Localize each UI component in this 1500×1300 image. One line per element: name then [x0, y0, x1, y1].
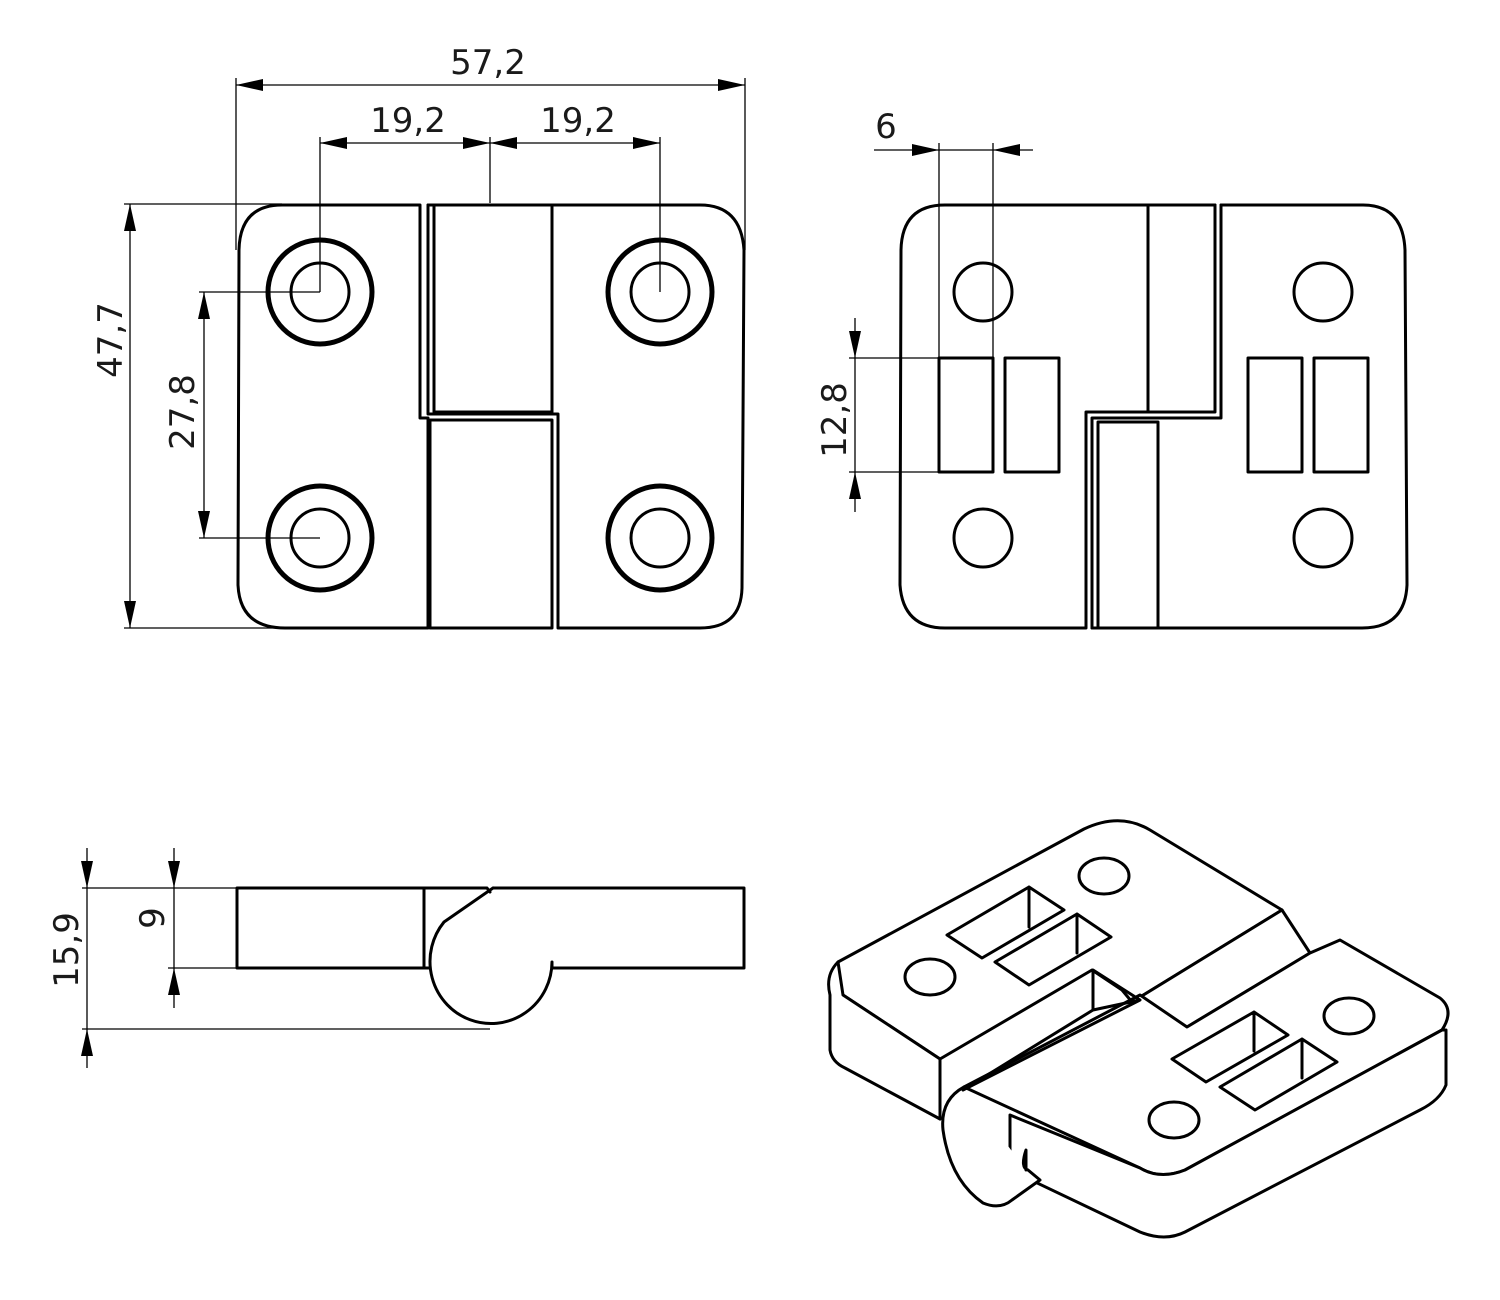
dim-slot-width-label: 6 [875, 107, 897, 147]
dim-leaf-thickness: 9 [133, 848, 237, 1008]
side-knuckle [428, 886, 746, 1026]
iso-slot-2 [993, 912, 1113, 987]
iso-hole-2 [903, 957, 957, 997]
dim-overall-width-label: 57,2 [450, 43, 526, 83]
dim-hole-offset-left: 19,2 [319, 101, 491, 292]
isometric-view [827, 819, 1450, 1239]
back-knuckle-lower [1096, 420, 1160, 630]
back-left-leaf [898, 203, 1217, 630]
dim-hole-spacing: 27,8 [163, 291, 320, 539]
back-slot-2 [1003, 356, 1061, 474]
iso-upper-leaf-front [827, 960, 942, 1121]
front-knuckle-lower [428, 418, 554, 630]
front-knuckle-upper [426, 203, 554, 414]
back-slot-3 [1246, 356, 1304, 474]
iso-knuckle-barrel [941, 1085, 1042, 1208]
iso-hole-3 [1322, 996, 1376, 1036]
dim-hole-offset-right-label: 19,2 [540, 101, 616, 141]
back-view: 6 12,8 [815, 107, 1409, 630]
dim-hole-offset-left-label: 19,2 [370, 101, 446, 141]
back-slot-1 [937, 356, 995, 474]
dim-slot-height: 12,8 [815, 318, 939, 512]
side-left-leaf [235, 886, 492, 970]
iso-slot-4 [1218, 1037, 1339, 1112]
back-knuckle-upper-outer [1090, 203, 1223, 630]
back-right-leaf [1090, 203, 1409, 630]
back-hole-top-left [952, 261, 1014, 323]
dim-overall-height-label: 47,7 [91, 302, 131, 378]
iso-slot-1 [945, 885, 1066, 960]
dim-leaf-thickness-label: 9 [133, 907, 173, 929]
front-view: 57,2 19,2 19,2 47,7 [91, 43, 746, 630]
dim-slot-height-label: 12,8 [815, 382, 855, 458]
back-hole-top-right [1292, 261, 1354, 323]
iso-slot-3 [1170, 1010, 1290, 1084]
iso-hole-1 [1077, 856, 1131, 896]
back-hole-bottom-left [952, 507, 1014, 569]
front-knuckle-upper-inner [426, 203, 560, 422]
iso-hole-4 [1147, 1100, 1201, 1140]
back-knuckle-upper [1146, 203, 1217, 414]
front-hole-bottom-right [605, 483, 715, 593]
back-slot-4 [1312, 356, 1370, 474]
dim-hole-spacing-label: 27,8 [163, 374, 203, 450]
front-left-leaf [236, 203, 430, 630]
dim-slot-width: 6 [874, 107, 1033, 472]
side-view: 15,9 9 [47, 848, 746, 1068]
dim-overall-height: 47,7 [91, 203, 282, 629]
dim-total-height-label: 15,9 [47, 912, 87, 988]
iso-lower-leaf-front [1008, 1028, 1448, 1239]
dim-hole-offset-right: 19,2 [490, 101, 661, 292]
dim-total-height: 15,9 [47, 848, 490, 1068]
front-right-leaf [550, 203, 746, 630]
iso-knuckle-groove [961, 968, 1142, 1092]
back-hole-bottom-right [1292, 507, 1354, 569]
dim-overall-width: 57,2 [235, 43, 746, 250]
